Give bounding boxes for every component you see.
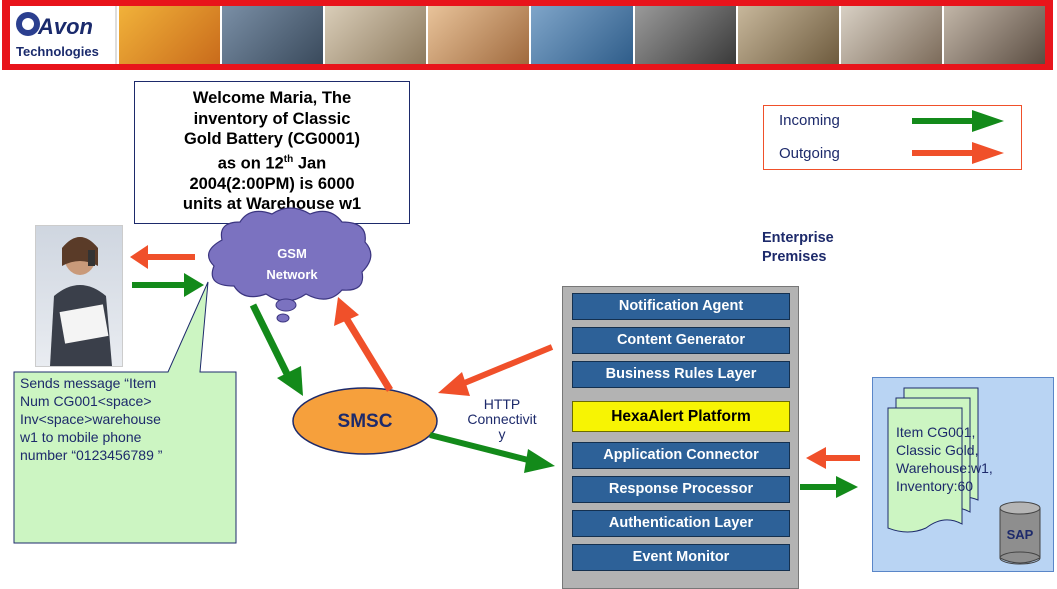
legend: Incoming Outgoing bbox=[763, 105, 1022, 170]
banner-photo-7 bbox=[735, 6, 839, 64]
person-icon bbox=[50, 237, 112, 366]
sap-outgoing-arrow bbox=[806, 447, 860, 469]
smsc-node bbox=[292, 387, 438, 455]
layer-notification-agent: Notification Agent bbox=[572, 293, 790, 320]
banner-photo-5 bbox=[529, 6, 633, 64]
sap-label: SAP bbox=[1006, 527, 1034, 542]
message-callout bbox=[13, 281, 237, 544]
welcome-line-1: Welcome Maria, The bbox=[192, 89, 352, 107]
layer-content-generator: Content Generator bbox=[572, 327, 790, 354]
gsm-network-cloud bbox=[207, 207, 372, 323]
layer-hexaalert-platform: HexaAlert Platform bbox=[572, 401, 790, 432]
layer-response-processor: Response Processor bbox=[572, 476, 790, 503]
callout-text: Sends message “Item Num CG001<space> Inv… bbox=[20, 375, 163, 463]
welcome-message-box: Welcome Maria, The inventory of Classic … bbox=[134, 81, 410, 224]
company-logo: Avon Technologies bbox=[10, 6, 117, 64]
welcome-line-2: inventory of Classic bbox=[193, 109, 351, 128]
layer-authentication: Authentication Layer bbox=[572, 510, 790, 537]
enterprise-premises-label: Enterprise Premises bbox=[762, 230, 834, 265]
hexaalert-platform-stack: Notification Agent Content Generator Bus… bbox=[562, 286, 799, 589]
smsc-to-gsm-arrow bbox=[334, 297, 393, 392]
sap-incoming-arrow bbox=[800, 476, 858, 498]
welcome-line-6: units at Warehouse w1 bbox=[182, 195, 362, 213]
logo-swoosh-icon bbox=[16, 12, 40, 36]
banner-strip: Avon Technologies bbox=[10, 6, 1045, 64]
banner-photo-1 bbox=[117, 6, 221, 64]
layer-application-connector: Application Connector bbox=[572, 442, 790, 469]
phone-outgoing-arrow bbox=[130, 245, 195, 269]
mobile-user-photo bbox=[35, 225, 123, 367]
layer-business-rules: Business Rules Layer bbox=[572, 361, 790, 388]
legend-outgoing-label: Outgoing bbox=[779, 145, 840, 162]
gsm-network-label: GSM Network bbox=[266, 246, 318, 282]
welcome-line-5: 2004(2:00PM) is 6000 bbox=[189, 174, 355, 193]
logo-tagline: Technologies bbox=[16, 44, 99, 59]
welcome-line-4: as on 12th Jan bbox=[217, 153, 327, 173]
banner-photo-9 bbox=[941, 6, 1045, 64]
document-text: Item CG001, Classic Gold, Warehouse:w1, … bbox=[896, 424, 993, 494]
legend-incoming-arrow bbox=[912, 110, 1004, 132]
gsm-to-smsc-arrow bbox=[249, 303, 303, 396]
banner-photo-4 bbox=[426, 6, 530, 64]
banner-photo-8 bbox=[838, 6, 942, 64]
layer-event-monitor: Event Monitor bbox=[572, 544, 790, 571]
legend-outgoing-arrow bbox=[912, 142, 1004, 164]
header-banner: Avon Technologies bbox=[2, 0, 1053, 70]
legend-incoming-label: Incoming bbox=[779, 112, 840, 129]
smsc-to-platform-arrow bbox=[429, 432, 555, 473]
platform-to-smsc-arrow bbox=[438, 344, 554, 396]
http-connectivity-label: HTTP Connectivit y bbox=[467, 396, 537, 442]
smsc-label: SMSC bbox=[337, 411, 393, 432]
logo-name: Avon bbox=[38, 14, 93, 39]
banner-photo-2 bbox=[220, 6, 324, 64]
banner-photo-6 bbox=[632, 6, 736, 64]
banner-photo-3 bbox=[323, 6, 427, 64]
welcome-line-3: Gold Battery (CG0001) bbox=[183, 130, 361, 148]
phone-incoming-arrow bbox=[132, 273, 204, 297]
